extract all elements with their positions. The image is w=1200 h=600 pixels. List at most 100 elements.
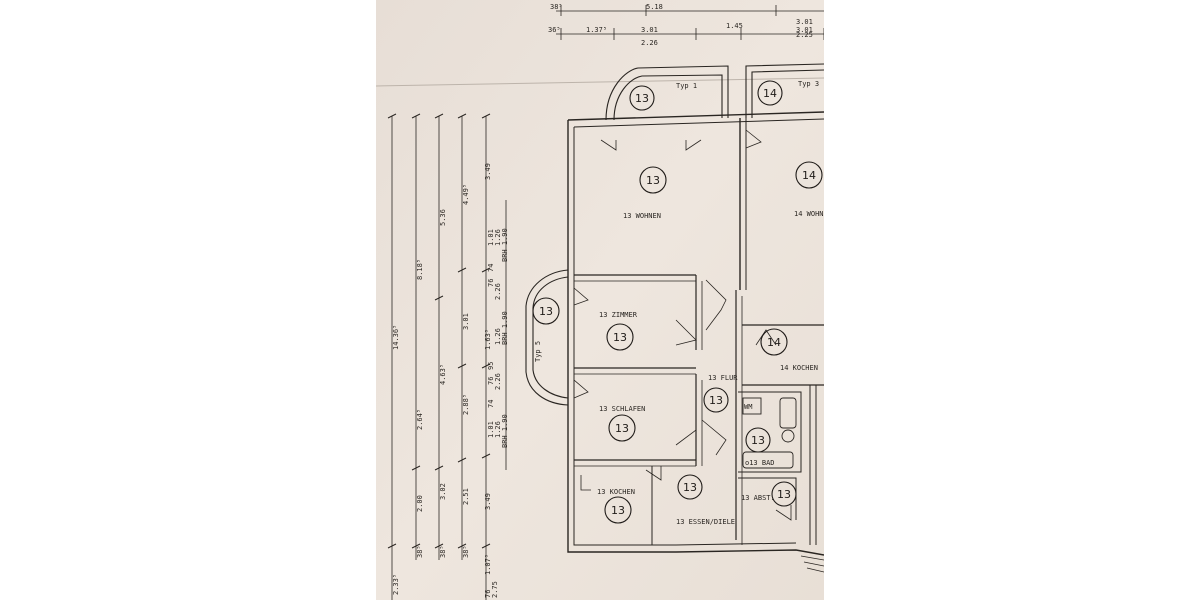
left-dim-total: 14.36⁵ (392, 325, 400, 350)
room-zimmer-label: 13 ZIMMER (599, 311, 638, 319)
room-zimmer-circle (606, 323, 634, 351)
floor-plan-sheet: 38⁵ 5.18 3.01 36⁵ 1.37⁵ 3.01 1.45 3.01 2… (376, 0, 824, 600)
left-dim-c3-3: 3.02 (439, 483, 447, 500)
left-dim-c5-4: 1.07⁵ (484, 554, 492, 575)
room-kochen-circle (604, 496, 632, 524)
balcony-typ3-label: Typ 3 (798, 80, 819, 88)
left-dim-c4-5: 38⁵ (462, 545, 470, 558)
left-dim-c3-2: 4.63⁵ (439, 364, 447, 385)
room-flur-number: 13 (709, 394, 723, 407)
balcony-typ5-number: 13 (539, 305, 553, 318)
left-dim-c5-2: 1.63⁵ (484, 329, 492, 350)
left-dim-c6-2: 1.26 (494, 229, 502, 246)
room-abst-circle (771, 481, 797, 507)
left-dim-c5-1: 3.49 (484, 163, 492, 180)
left-dim-c3-1: 5.36 (439, 209, 447, 226)
balcony-typ1-label: Typ 1 (676, 82, 697, 90)
balcony-typ1-circle (629, 85, 655, 111)
left-dim-c4-2: 3.01 (462, 313, 470, 330)
bathtub-shape (742, 451, 794, 469)
left-dim-small-3: 95 (487, 362, 495, 370)
balcony-typ1-number: 13 (635, 92, 649, 105)
left-dim-bottom: 2.33⁵ (392, 574, 400, 595)
left-dim-c6-6: BRH 1.90 (501, 311, 509, 345)
room-essen-label: 13 ESSEN/DIELE (676, 518, 735, 526)
room-14-kochen-number: 14 (767, 336, 781, 349)
left-dim-c2-1: 8.18⁵ (416, 259, 424, 280)
top-dim-10: 2.25 (796, 31, 813, 39)
room-bad-label: o13 BAD (745, 459, 775, 467)
room-14-wohn-circle (795, 161, 823, 189)
room-bad-circle (745, 427, 771, 453)
room-wohnen-label: 13 WOHNEN (623, 212, 661, 220)
left-dimension-text: 14.36⁵ 2.33⁵ 8.18⁵ 2.64⁵ 2.00 38⁵ 5.36 4… (392, 163, 509, 598)
stairwell-hatch (800, 555, 824, 573)
top-dim-6: 3.01 (641, 26, 658, 34)
left-dim-c2-3: 2.00 (416, 495, 424, 512)
room-circle-numbers: 13 14 13 14 13 13 14 13 13 13 13 13 13 (539, 87, 816, 517)
sheet-overlap-line (376, 77, 824, 87)
balcony-typ5-circle (532, 297, 560, 325)
left-dim-c4-1: 4.49⁵ (462, 184, 470, 205)
left-dim-c4-4: 2.51 (462, 488, 470, 505)
balcony-typ5 (525, 269, 569, 406)
room-schlafen-number: 13 (615, 422, 629, 435)
sink-shape (781, 429, 795, 443)
left-dim-small-4: 74 (487, 400, 495, 408)
floor-plan-drawing: 38⁵ 5.18 3.01 36⁵ 1.37⁵ 3.01 1.45 3.01 2… (376, 0, 824, 600)
room-wohnen-circle (639, 166, 667, 194)
washing-machine-label: WM (744, 403, 752, 411)
balcony-typ5-label: Typ 5 (534, 341, 542, 362)
balcony-typ3 (745, 63, 824, 118)
balcony-typ3-number: 14 (763, 87, 777, 100)
room-labels: 13 WOHNEN 14 WOHN 13 ZIMMER 14 KOCHEN 13… (534, 80, 824, 526)
walls (567, 111, 824, 556)
room-circles (532, 80, 823, 524)
toilet-shape (779, 397, 797, 429)
paper-background (376, 0, 824, 600)
room-kochen-label: 13 KOCHEN (597, 488, 635, 496)
left-dim-bottom-1: 76 (484, 590, 492, 598)
washing-machine-box (742, 397, 762, 415)
room-abst-number: 13 (777, 488, 791, 501)
left-dim-c6-8: 1.01 (487, 421, 495, 438)
left-dim-c3-4: 38⁵ (439, 545, 447, 558)
left-dimension-lines (387, 113, 507, 600)
top-dim-2: 5.18 (646, 3, 663, 11)
room-14-wohn-number: 14 (802, 169, 816, 182)
room-flur-circle (703, 387, 729, 413)
room-14-kochen-circle (760, 328, 788, 356)
top-dim-5: 1.37⁵ (586, 26, 607, 34)
top-dimension-strings (556, 5, 824, 40)
room-wohnen-number: 13 (646, 174, 660, 187)
left-dim-small-5: 76 (487, 377, 495, 385)
room-schlafen-circle (608, 414, 636, 442)
room-bad-number: 13 (751, 434, 765, 447)
balcony-typ3-circle (757, 80, 783, 106)
room-14-wohn-label: 14 WOHN (794, 210, 824, 218)
left-dim-c6-3: BRH 1.90 (501, 228, 509, 262)
top-dim-3: 3.01 (796, 18, 813, 26)
left-dim-c2-4: 38⁵ (416, 545, 424, 558)
left-dim-small-2: 76 (487, 279, 495, 287)
left-dim-c6-5: 1.26 (494, 328, 502, 345)
bathroom-fixtures (742, 397, 797, 469)
room-schlafen-label: 13 SCHLAFEN (599, 405, 645, 413)
room-14-kochen-label: 14 KOCHEN (780, 364, 818, 372)
left-dim-bottom-2: 2.75 (491, 581, 499, 598)
top-dim-4: 36⁵ (548, 26, 561, 34)
room-abst-label: 13 ABST. (741, 494, 775, 502)
room-flur-label: 13 FLUR (708, 374, 738, 382)
left-dim-c4-3: 2.88⁵ (462, 394, 470, 415)
balcony-typ1 (605, 65, 729, 121)
room-essen-number: 13 (683, 481, 697, 494)
top-dim-8: 3.01 (796, 26, 813, 34)
left-dim-c6-10: BRH 1.90 (501, 414, 509, 448)
left-dim-c6-4: 2.26 (494, 283, 502, 300)
left-dim-c5-3: 3.49 (484, 493, 492, 510)
top-dim-1: 38⁵ (550, 3, 563, 11)
left-dim-c6-7: 2.26 (494, 373, 502, 390)
top-dim-7: 1.45 (726, 22, 743, 30)
left-dim-c2-2: 2.64⁵ (416, 409, 424, 430)
room-essen-circle (677, 474, 703, 500)
